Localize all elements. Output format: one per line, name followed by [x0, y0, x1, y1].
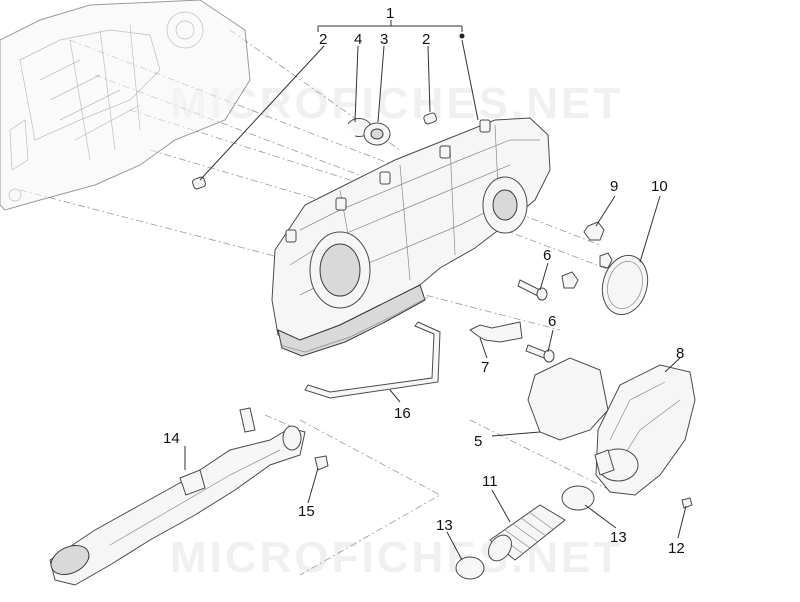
callout-15: 15 — [298, 503, 315, 520]
watermark-bottom: MICROFICHES.NET — [170, 533, 623, 582]
bearing — [363, 122, 391, 146]
callout-6-lower: 6 — [548, 313, 556, 330]
callout-12: 12 — [668, 540, 685, 557]
nut-upper — [583, 221, 605, 241]
dowel-pin-right — [423, 112, 438, 125]
callout-13-right: 13 — [610, 529, 627, 546]
dowel-pin-left — [191, 176, 207, 190]
hose-clamp-lower — [455, 556, 485, 580]
callout-8: 8 — [676, 345, 684, 362]
callout-1: 1 — [386, 5, 394, 22]
engine-crankcase — [0, 0, 251, 211]
nut-middle — [599, 252, 613, 269]
oring-seal — [527, 357, 609, 441]
nut-lower — [561, 271, 579, 289]
cover-seal-strip — [304, 321, 441, 399]
callout-2-left: 2 — [319, 31, 327, 48]
callout-16: 16 — [394, 405, 411, 422]
callout-5: 5 — [474, 433, 482, 450]
intake-bellows — [488, 504, 566, 562]
screw-right — [681, 497, 693, 509]
callout-labels: 1 2 4 3 2 9 10 6 6 7 8 16 5 14 11 15 13 … — [163, 5, 685, 557]
callout-3: 3 — [380, 31, 388, 48]
callout-9: 9 — [610, 178, 618, 195]
transmission-cover — [271, 117, 551, 357]
duct-clip — [314, 455, 329, 471]
hose-clamp-upper — [561, 485, 595, 511]
bolt-upper — [517, 279, 548, 301]
callout-7: 7 — [481, 359, 489, 376]
callout-13-left: 13 — [436, 517, 453, 534]
inspection-cap — [601, 254, 649, 316]
air-intake-duct — [49, 407, 306, 586]
callout-14: 14 — [163, 430, 180, 447]
bolt-lower — [525, 344, 555, 363]
air-filter-housing — [594, 364, 696, 496]
callout-2-right: 2 — [422, 31, 430, 48]
callout-10: 10 — [651, 178, 668, 195]
leader-lines — [184, 20, 687, 561]
bracket — [469, 321, 523, 343]
callout-6-upper: 6 — [543, 247, 551, 264]
callout-4: 4 — [354, 31, 362, 48]
callout-11: 11 — [482, 473, 498, 490]
